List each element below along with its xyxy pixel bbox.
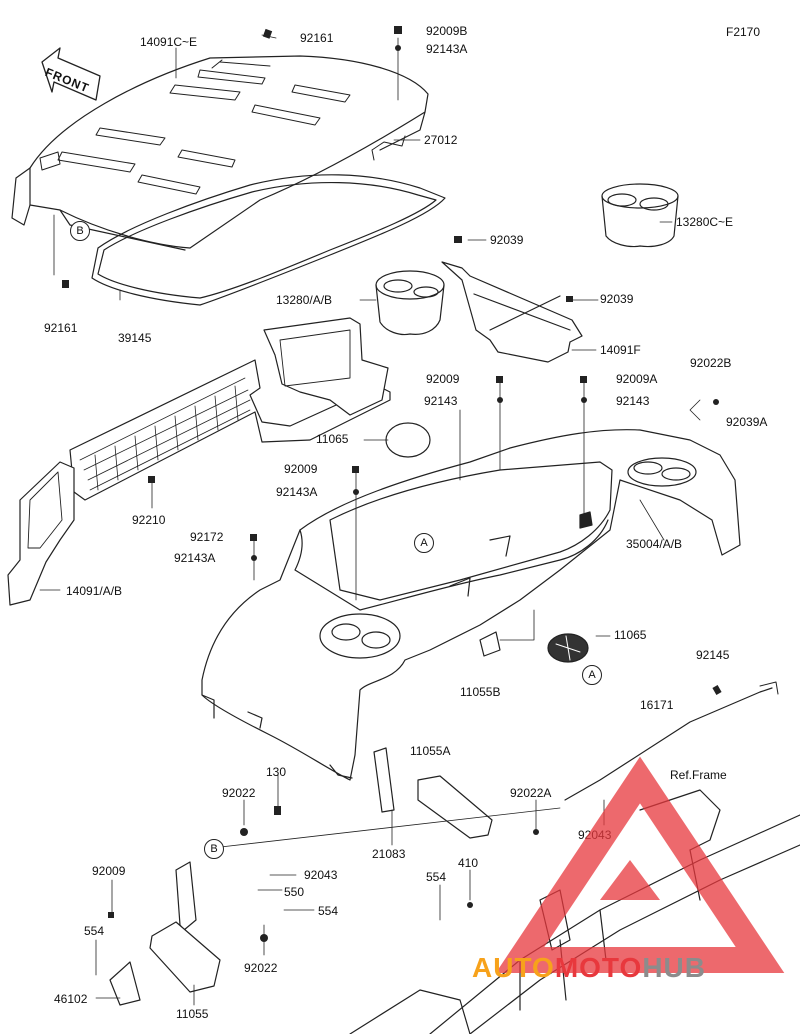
- part-label-13280ce: 13280C~E: [676, 215, 734, 229]
- part-label-11065-low: 11065: [614, 628, 647, 642]
- figure-code: F2170: [726, 25, 761, 39]
- part-label-11055a: 11055A: [410, 744, 451, 758]
- part-label-92009-c: 92009: [284, 462, 318, 476]
- lower-brackets: [109, 747, 493, 1006]
- part-label-130: 130: [266, 765, 287, 779]
- clip-11055b: [479, 631, 501, 657]
- part-label-92143a-low: 92143A: [174, 551, 216, 565]
- part-label-92145: 92145: [696, 648, 730, 662]
- lens-lower: [547, 633, 589, 663]
- watermark-text: AUTOMOTOHUB: [472, 952, 706, 984]
- part-label-11055: 11055: [176, 1007, 209, 1021]
- part-label-14091ab: 14091/A/B: [66, 584, 123, 598]
- part-label-92039a: 92039A: [726, 415, 768, 429]
- part-label-92009-bottom: 92009: [92, 864, 126, 878]
- part-label-92039-b: 92039: [600, 292, 634, 306]
- part-label-92143a-mid: 92143A: [276, 485, 318, 499]
- callout-a-lower: A: [582, 665, 602, 685]
- part-label-92022-bottom: 92022: [244, 961, 278, 975]
- part-label-92172: 92172: [190, 530, 224, 544]
- part-label-92022: 92022: [222, 786, 256, 800]
- part-label-92009a: 92009A: [616, 372, 658, 386]
- part-label-21083: 21083: [372, 847, 406, 861]
- rod-16171: [564, 687, 773, 801]
- part-label-27012: 27012: [424, 133, 458, 147]
- part-label-92161-left: 92161: [44, 321, 78, 335]
- part-label-550: 550: [284, 885, 305, 899]
- part-label-46102: 46102: [54, 992, 88, 1006]
- left-side-panel: [7, 317, 391, 606]
- callout-a-upper: A: [414, 533, 434, 553]
- lower-frame: [349, 789, 800, 1034]
- callout-b-lower: B: [204, 839, 224, 859]
- part-label-92143a-top: 92143A: [426, 42, 468, 56]
- rear-body-tub: [201, 429, 741, 781]
- watermark-part-hub: HUB: [642, 952, 706, 983]
- part-label-92210: 92210: [132, 513, 166, 527]
- part-label-16171: 16171: [640, 698, 674, 712]
- part-label-11065-top: 11065: [316, 432, 349, 446]
- cup-holder-lower: [375, 270, 445, 336]
- watermark-part-auto: AUTO: [472, 952, 555, 983]
- part-label-554-left: 554: [84, 924, 105, 938]
- part-label-13280ab: 13280/A/B: [276, 293, 333, 307]
- watermark-part-moto: MOTO: [554, 952, 643, 983]
- part-label-92022b: 92022B: [690, 356, 732, 370]
- callout-b-upper: B: [70, 221, 90, 241]
- ref-frame-label: Ref.Frame: [670, 768, 727, 782]
- fasteners: [62, 26, 722, 942]
- cup-holder-upper: [601, 183, 679, 248]
- front-arrow-icon: [41, 47, 101, 101]
- part-label-410: 410: [458, 856, 479, 870]
- bracket-14091f: [441, 261, 583, 363]
- part-label-92143-right: 92143: [616, 394, 650, 408]
- part-label-39145: 39145: [118, 331, 152, 345]
- part-label-14091f: 14091F: [600, 343, 641, 357]
- part-label-92039-a: 92039: [490, 233, 524, 247]
- part-label-92009b: 92009B: [426, 24, 468, 38]
- roof-seal: [91, 174, 446, 306]
- part-label-92161-top: 92161: [300, 31, 334, 45]
- part-label-92009-mid: 92009: [426, 372, 460, 386]
- roof-panel: [11, 55, 429, 251]
- part-label-14091ce: 14091C~E: [140, 35, 198, 49]
- part-label-554-mid: 554: [426, 870, 447, 884]
- part-label-35004ab: 35004/A/B: [626, 537, 683, 551]
- part-label-11055b: 11055B: [460, 685, 501, 699]
- part-label-92043-left: 92043: [304, 868, 338, 882]
- part-label-554-right: 554: [318, 904, 339, 918]
- part-label-92022a: 92022A: [510, 786, 552, 800]
- part-label-92143-mid: 92143: [424, 394, 458, 408]
